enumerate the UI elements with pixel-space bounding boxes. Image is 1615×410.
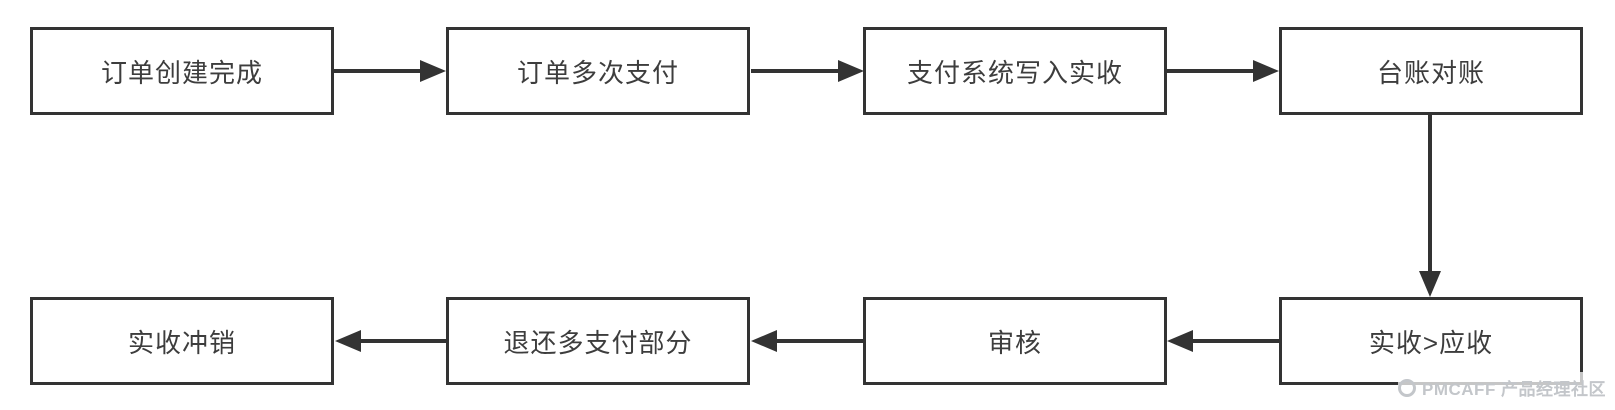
watermark-text: PMCAFF 产品经理社区	[1422, 380, 1607, 399]
node-payment-write-actual: 支付系统写入实收	[863, 27, 1167, 115]
arrow-right-icon	[1253, 60, 1279, 82]
arrow-right-icon	[838, 60, 864, 82]
arrow-actual-gt-to-review-shaft	[1191, 339, 1279, 343]
node-label: 实收冲销	[127, 327, 236, 358]
pmcaff-logo-icon	[1398, 378, 1416, 397]
node-label: 订单创建完成	[100, 57, 263, 88]
arrow-order-created-to-multi-paid-shaft	[333, 69, 422, 73]
arrow-left-icon	[751, 330, 777, 352]
arrow-down-icon	[1419, 271, 1441, 297]
node-label: 审核	[987, 327, 1042, 358]
arrow-refund-to-writeoff-shaft	[359, 339, 446, 343]
node-order-multi-paid: 订单多次支付	[446, 27, 750, 115]
node-order-created: 订单创建完成	[30, 27, 334, 115]
node-review: 审核	[863, 297, 1167, 385]
arrow-multi-paid-to-payment-write-shaft	[751, 69, 840, 73]
node-actual-gt-receivable: 实收>应收	[1279, 297, 1583, 385]
arrow-left-icon	[335, 330, 361, 352]
arrow-right-icon	[420, 60, 446, 82]
node-refund-overpaid: 退还多支付部分	[446, 297, 750, 385]
arrow-payment-write-to-ledger-shaft	[1167, 69, 1255, 73]
node-label: 实收>应收	[1368, 327, 1494, 358]
node-ledger-reconcile: 台账对账	[1279, 27, 1583, 115]
node-label: 订单多次支付	[516, 57, 679, 88]
watermark: PMCAFF 产品经理社区	[1398, 372, 1615, 403]
node-label: 台账对账	[1376, 57, 1485, 88]
arrow-left-icon	[1167, 330, 1193, 352]
node-label: 退还多支付部分	[503, 327, 693, 358]
arrow-review-to-refund-shaft	[775, 339, 863, 343]
arrow-ledger-to-actual-gt-shaft	[1428, 115, 1432, 273]
node-label: 支付系统写入实收	[906, 57, 1123, 88]
node-actual-writeoff: 实收冲销	[30, 297, 334, 385]
